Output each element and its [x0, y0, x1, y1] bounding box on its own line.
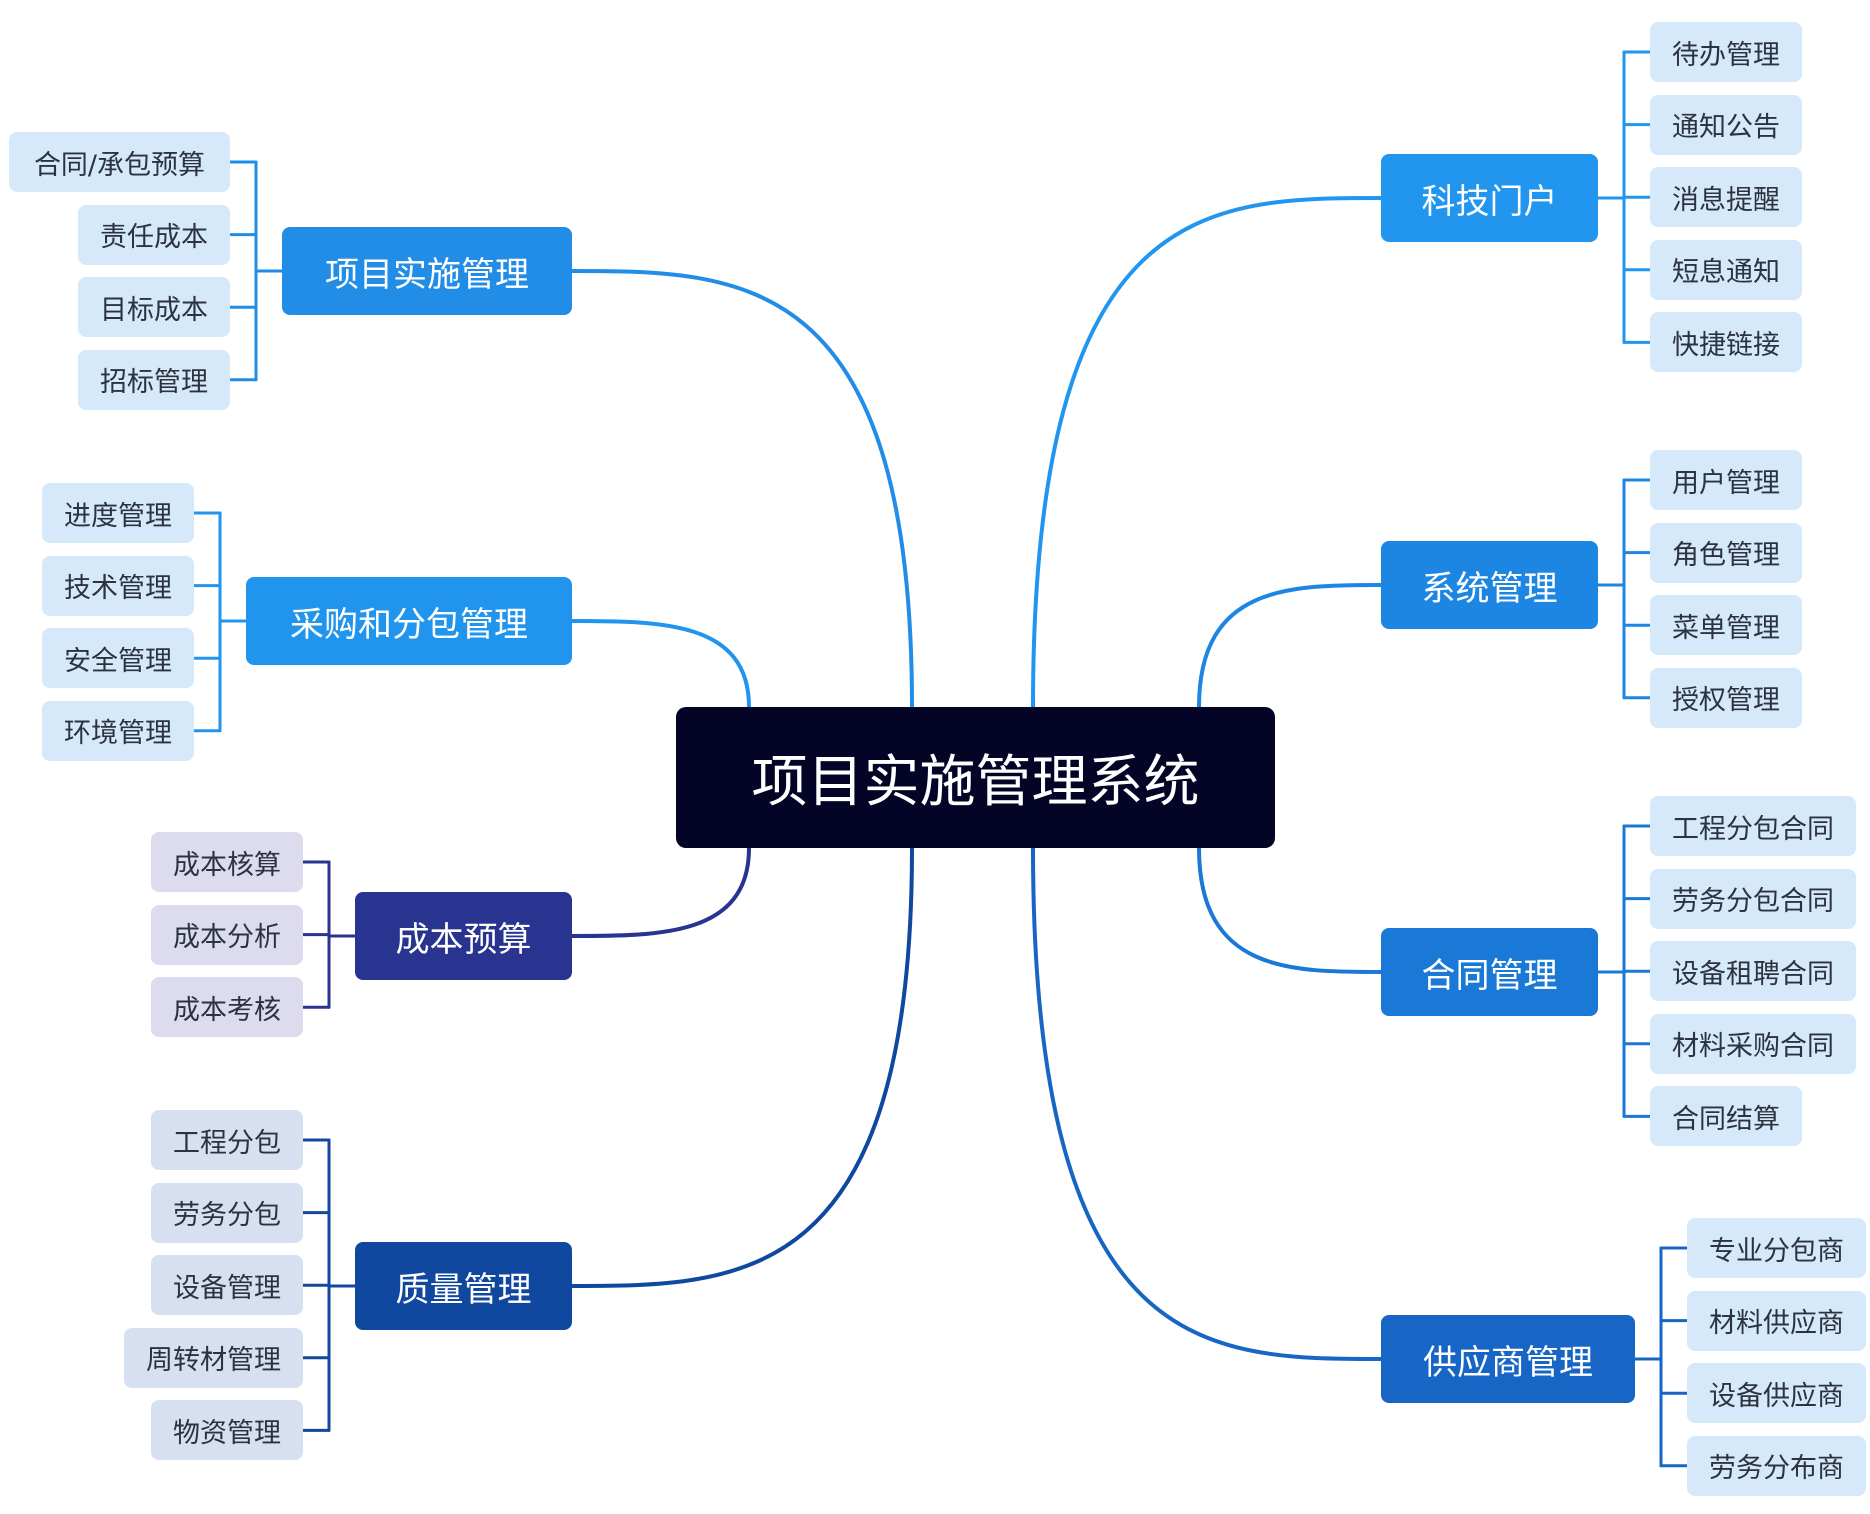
- branch-5-connector: [1031, 196, 1383, 709]
- branch-2-leaf-2[interactable]: 技术管理: [42, 555, 194, 616]
- branch-3-leaf-1[interactable]: 成本核算: [151, 832, 303, 892]
- branch-6-connector: [1197, 583, 1383, 709]
- branch-7-leaf-1[interactable]: 工程分包合同: [1650, 796, 1856, 856]
- root-node[interactable]: 项目实施管理系统: [676, 707, 1275, 848]
- branch-6-leaf-3[interactable]: 菜单管理: [1650, 595, 1802, 656]
- branch-5-leaf-2[interactable]: 通知公告: [1650, 94, 1802, 155]
- branch-5-leaf-5[interactable]: 快捷链接: [1650, 312, 1802, 373]
- branch-4-connector: [570, 846, 914, 1288]
- branch-7-leaf-3[interactable]: 设备租聘合同: [1650, 941, 1856, 1002]
- branch-2-leaf-1[interactable]: 进度管理: [42, 483, 194, 543]
- branch-3-connector: [570, 846, 751, 938]
- branch-4-leaf-2[interactable]: 劳务分包: [151, 1182, 303, 1243]
- branch-7-leaf-2[interactable]: 劳务分包合同: [1650, 868, 1856, 929]
- branch-5-leaf-3[interactable]: 消息提醒: [1650, 167, 1802, 228]
- branch-5-node[interactable]: 科技门户: [1381, 154, 1598, 242]
- branch-6-leaf-2[interactable]: 角色管理: [1650, 522, 1802, 583]
- branch-4-leaf-1[interactable]: 工程分包: [151, 1110, 303, 1170]
- branch-4-leaf-3[interactable]: 设备管理: [151, 1255, 303, 1316]
- branch-6-leaf-1[interactable]: 用户管理: [1650, 450, 1802, 510]
- branch-4-leaf-4[interactable]: 周转材管理: [124, 1327, 303, 1388]
- branch-5-leaf-1[interactable]: 待办管理: [1650, 22, 1802, 82]
- branch-1-connector: [570, 269, 914, 709]
- branch-8-connector: [1031, 846, 1383, 1361]
- branch-8-leaf-4[interactable]: 劳务分布商: [1687, 1435, 1866, 1496]
- branch-1-leaf-3[interactable]: 目标成本: [78, 277, 230, 338]
- branch-8-leaf-2[interactable]: 材料供应商: [1687, 1290, 1866, 1351]
- branch-3-node[interactable]: 成本预算: [355, 892, 572, 980]
- branch-6-node[interactable]: 系统管理: [1381, 541, 1598, 629]
- branch-2-leaf-3[interactable]: 安全管理: [42, 628, 194, 689]
- branch-4-node[interactable]: 质量管理: [355, 1242, 572, 1330]
- branch-8-node[interactable]: 供应商管理: [1381, 1315, 1635, 1403]
- branch-3-leaf-3[interactable]: 成本考核: [151, 977, 303, 1038]
- branch-7-connector: [1197, 846, 1383, 974]
- branch-1-node[interactable]: 项目实施管理: [282, 227, 572, 315]
- branch-2-connector: [570, 619, 751, 709]
- branch-8-leaf-3[interactable]: 设备供应商: [1687, 1363, 1866, 1424]
- branch-1-leaf-1[interactable]: 合同/承包预算: [9, 132, 230, 192]
- branch-3-leaf-2[interactable]: 成本分析: [151, 904, 303, 965]
- branch-2-leaf-4[interactable]: 环境管理: [42, 700, 194, 761]
- branch-8-leaf-1[interactable]: 专业分包商: [1687, 1218, 1866, 1278]
- branch-1-leaf-4[interactable]: 招标管理: [78, 349, 230, 410]
- branch-5-leaf-4[interactable]: 短息通知: [1650, 239, 1802, 300]
- branch-1-leaf-2[interactable]: 责任成本: [78, 204, 230, 265]
- branch-6-leaf-4[interactable]: 授权管理: [1650, 667, 1802, 728]
- branch-7-node[interactable]: 合同管理: [1381, 928, 1598, 1016]
- branch-7-leaf-4[interactable]: 材料采购合同: [1650, 1013, 1856, 1074]
- branch-4-leaf-5[interactable]: 物资管理: [151, 1400, 303, 1461]
- branch-7-leaf-5[interactable]: 合同结算: [1650, 1086, 1802, 1147]
- branch-2-node[interactable]: 采购和分包管理: [246, 577, 572, 665]
